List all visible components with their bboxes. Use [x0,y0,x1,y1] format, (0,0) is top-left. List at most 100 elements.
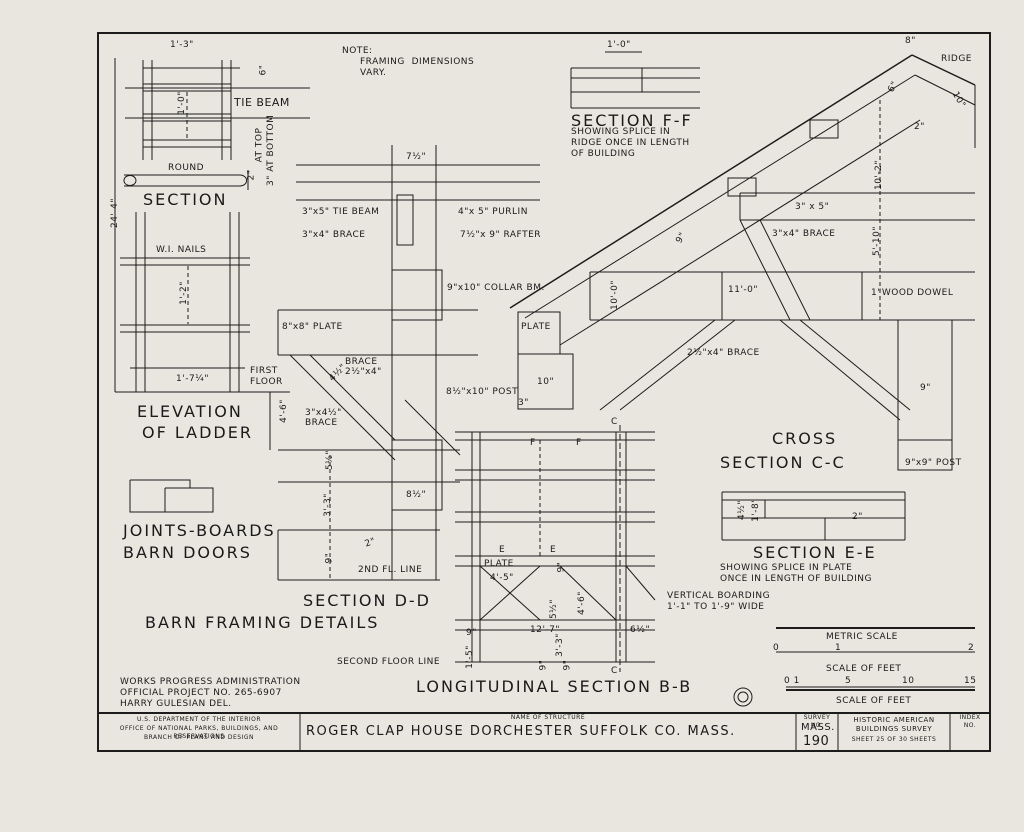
bb-dim-9: 9" [556,561,567,573]
section-bb-title: LONGITUDINAL SECTION B-B [416,677,693,696]
bb-mark-f2: F [576,438,582,448]
agency-line-3: BRANCH OF PLANS AND DESIGN [144,734,254,741]
dd-tie-beam: 3"x5" TIE BEAM [302,207,380,217]
vertical-boarding-1: VERTICAL BOARDING [667,591,771,601]
dd-dim-7-5: 7½" [406,152,427,162]
bb-dim-6-5: 6½" [630,625,651,635]
bb-mark-e2: E [550,545,557,555]
cross-title-1: CROSS [772,429,838,448]
bb-dim-4-6: 4'-6" [576,591,587,615]
cc-dim-8: 8" [905,36,916,46]
dd-brace-2-5: BRACE 2½"x4" [345,357,382,377]
cc-brace-2-5: 2½"x4" BRACE [687,348,760,358]
bb-cut-c-top: C [611,417,618,427]
section-dd-title: SECTION D-D [303,591,431,610]
agency-line-1: U.S. DEPARTMENT OF THE INTERIOR [136,716,262,723]
habs-line-2: BUILDINGS SURVEY [855,725,933,733]
dd-rafter: 7½"x 9" RAFTER [460,230,542,240]
dd-dim-4-6: 4'-6" [278,399,289,423]
bb-dim-3-3: 3'-3" [554,633,565,657]
scale-bars [734,628,975,706]
ee-dim-2: 2" [852,512,863,522]
tie-beam-label: TIE BEAM [234,96,290,109]
joints-drawing [130,480,213,512]
dd-dim-3-3: 3'-3" [322,493,333,517]
barn-framing-title: BARN FRAMING DETAILS [145,613,380,632]
note-body: FRAMING DIMENSIONS VARY. [360,57,475,78]
name-of-structure-label: NAME OF STRUCTURE [510,714,586,721]
survey-no-label: SURVEY NO. [803,714,831,729]
ladder-dim-1-2: 1'-2" [178,281,189,305]
credits-line-2: OFFICIAL PROJECT NO. 265-6907 [120,688,282,698]
credits-line-3: HARRY GULESIAN DEL. [120,699,232,709]
note-label: NOTE: [342,46,373,56]
cc-brace-3x4: 3"x4" BRACE [772,229,836,239]
cc-dim-11-0: 11'-0" [728,285,759,295]
cc-dim-2: 2" [914,122,925,132]
metric-1: 1 [835,643,842,653]
wood-dowel-label: 1"WOOD DOWEL [871,288,954,298]
ladder-dim-width: 1'-3" [170,40,194,50]
cross-title-2: SECTION C-C [720,453,846,472]
vertical-boarding-2: 1'-1" TO 1'-9" WIDE [667,602,765,612]
metric-scale-title: METRIC SCALE [826,632,898,642]
section-dd-drawing [270,145,540,580]
cc-post-label: 9"x9" POST [905,458,962,468]
index-no-label: INDEX NO. [959,714,981,729]
cc-plate-label: PLATE [521,322,551,332]
feet-0-1: 0 1 [784,676,800,686]
dd-post: 8½"x10" POST [446,387,519,397]
survey-state: MASS. [801,722,835,733]
section-ff-drawing [571,52,700,108]
credits-line-1: WORKS PROGRESS ADMINISTRATION [120,677,301,687]
cc-dim-10-0: 10'-0" [610,279,621,311]
at-top-label: AT TOP [254,127,265,163]
ridge-label: RIDGE [941,54,972,64]
dd-dim-5-5: 5½" [325,449,336,471]
bb-dim-4-5: 4'-5" [490,573,514,583]
ladder-section-title: SECTION [143,190,228,209]
section-ee-title: SECTION E-E [753,543,877,562]
cc-dim-10b: 10" [537,377,555,387]
ladder-dim-1-0: 1'-0" [176,91,187,115]
joints-title-1: JOINTS-BOARDS [123,521,276,540]
sheet-number: SHEET 25 OF 30 SHEETS [851,736,937,743]
metric-0: 0 [773,643,780,653]
bb-dim-9d: 9" [562,659,573,671]
dd-plate: 8"x8" PLATE [282,322,343,332]
ff-sub-3: OF BUILDING [571,149,636,159]
bb-dim-1-5: 1'-5" [464,645,475,669]
dd-brace-3x4: 3"x4" BRACE [302,230,366,240]
bb-dim-9b: 9" [466,628,477,638]
structure-name: ROGER CLAP HOUSE DORCHESTER SUFFOLK CO. … [306,724,736,739]
cc-dim-10-2: 10'-2" [874,159,885,191]
feet-5: 5 [845,676,852,686]
dd-brace-3x45: 3"x4½" BRACE [305,408,342,428]
cc-dim-3b: 3" [518,398,529,408]
feet-15: 15 [964,676,977,686]
feet-10: 10 [902,676,915,686]
ladder-dim-6: 6" [258,64,269,76]
section-bb-drawing [455,425,655,672]
cc-member-3x5: 3" x 5" [795,202,830,212]
cc-dim-9b: 9" [920,383,931,393]
survey-number: 190 [803,734,830,749]
ee-sub-1: SHOWING SPLICE IN PLATE [720,563,853,573]
second-floor-line: SECOND FLOOR LINE [337,657,441,667]
joints-title-2: BARN DOORS [123,543,252,562]
section-ee-drawing [722,492,905,540]
section-ff-title: SECTION F-F [571,111,693,130]
feet-scale-title: SCALE OF FEET [826,664,902,674]
dd-purlin: 4"x 5" PURLIN [458,207,528,217]
sheet-border [98,33,990,751]
ff-sub-2: RIDGE ONCE IN LENGTH [571,138,690,148]
ladder-dim-1-7: 1'-7¼" [176,374,210,384]
dd-second-floor-line: 2ND FL. LINE [358,565,423,575]
bb-cut-c-bottom: C [611,666,618,676]
bb-dim-12-7: 12'-7" [530,625,561,635]
ee-dim-1-8: 1'-8" [750,498,761,522]
elevation-title-2: OF LADDER [142,423,253,442]
first-floor-label: FIRST FLOOR [250,366,283,387]
elevation-title-1: ELEVATION [137,402,243,421]
